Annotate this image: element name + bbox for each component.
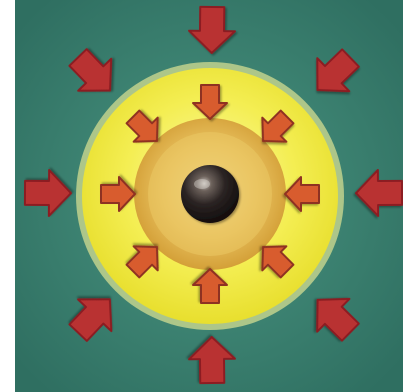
dense-core-highlight [194,179,210,189]
dense-core-ball-icon [181,165,239,223]
